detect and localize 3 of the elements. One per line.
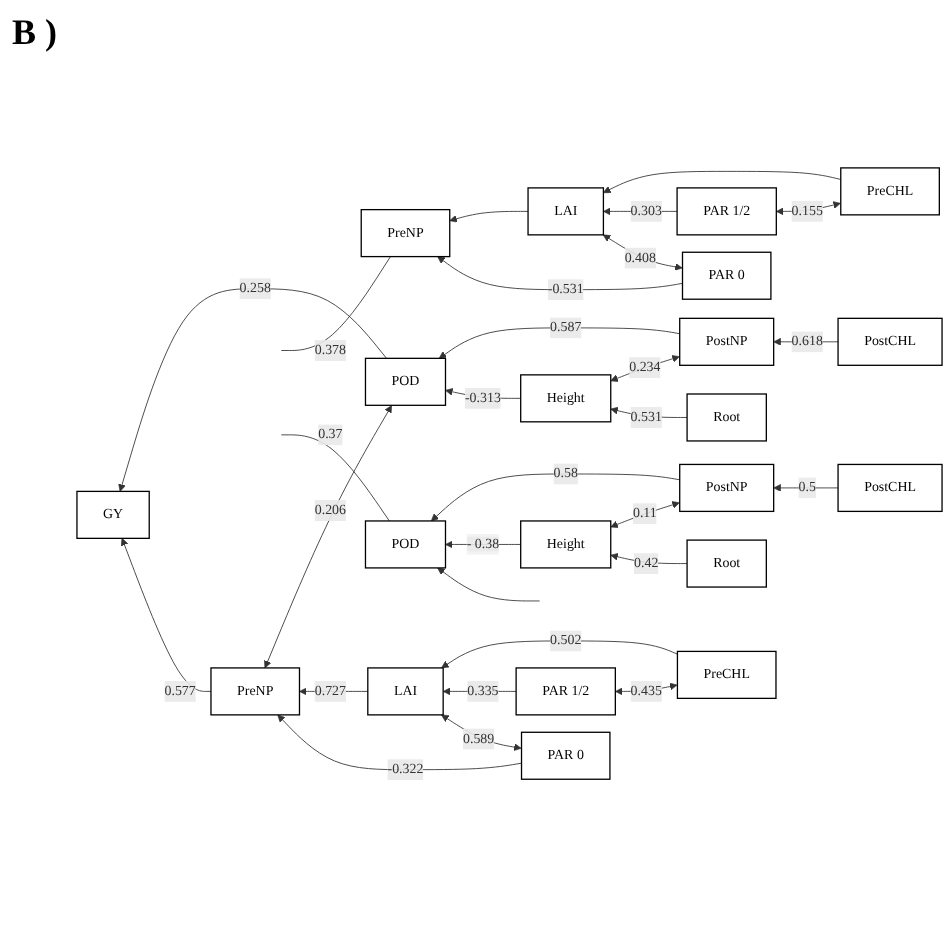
connector — [279, 434, 389, 522]
panel-label: B ) — [12, 12, 57, 54]
connector — [279, 256, 390, 351]
